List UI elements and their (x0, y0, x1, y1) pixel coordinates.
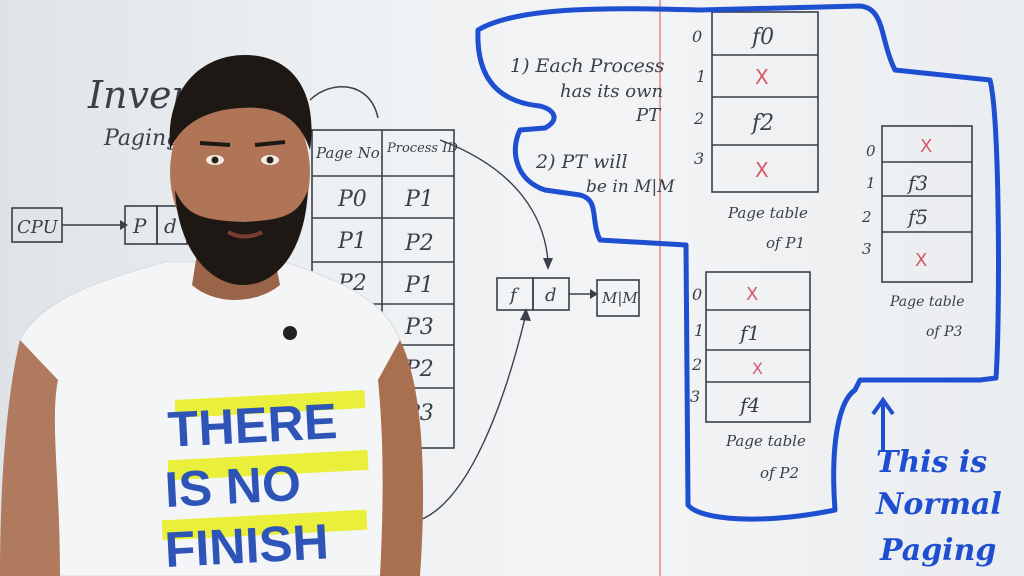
inv-cell: P1 (404, 187, 434, 212)
pt-index: 3 (862, 240, 872, 258)
shirt-stripe (161, 509, 368, 541)
blue-note-2: Normal (875, 487, 1002, 522)
pt-value: f1 (738, 321, 760, 345)
pt-value: f3 (906, 171, 928, 195)
page-table-p3: 0 1 2 3 X f3 f5 X Page table of P3 (861, 125, 973, 340)
inv-header-page: Page No. (315, 144, 384, 162)
left-eyebrow (199, 141, 231, 147)
lookup-arrow (309, 86, 379, 119)
pt-index: 1 (694, 321, 704, 340)
mouth (226, 230, 264, 239)
to-frame-arrow (439, 139, 549, 263)
left-pupil (211, 156, 219, 164)
left-arm (0, 340, 60, 576)
pt-label: of P1 (766, 234, 805, 252)
logical-p-label: P (132, 214, 147, 238)
cpu-arrowhead (120, 220, 128, 230)
pt-index: 3 (694, 149, 704, 168)
logical-d-label: d (164, 214, 177, 238)
pt-value-cross: X (755, 65, 769, 89)
to-frame-arrowhead (543, 258, 553, 270)
inv-cell: P2 (404, 231, 434, 256)
mm-label: M|M (601, 289, 638, 307)
pt-label: Page table (725, 432, 806, 450)
note2-line2: be in M|M (586, 177, 675, 197)
offset-arrowhead (520, 308, 531, 321)
right-pupil (266, 156, 274, 164)
shirt-stripe (167, 449, 369, 481)
pt-value-cross: X (920, 136, 932, 157)
pt-index: 3 (690, 387, 700, 406)
presenter (0, 55, 424, 576)
pt-index: 0 (692, 27, 702, 46)
inv-cell: P3 (404, 315, 434, 340)
pt-label: Page table (727, 204, 808, 222)
note1-line3: PT (635, 105, 662, 126)
pt-value-cross: X (915, 250, 927, 271)
cpu-label: CPU (17, 217, 59, 238)
blue-note-3: Paging (879, 533, 996, 568)
mm-box (596, 279, 640, 317)
face (170, 84, 310, 260)
pt-value: f5 (906, 205, 928, 229)
pt-value: f0 (750, 25, 774, 50)
shirt-text-3: FINISH (163, 513, 330, 576)
pt-index: 0 (692, 285, 702, 304)
note2-line1: 2) PT will (535, 151, 628, 173)
pt-value-cross: X (755, 158, 769, 182)
blue-arrowhead (871, 396, 895, 416)
pt-index: 2 (691, 355, 702, 374)
offset-arrow (419, 317, 526, 521)
pt-index: 1 (866, 174, 876, 192)
pt-value-cross: X (752, 359, 763, 378)
inv-cell: P1 (404, 273, 434, 298)
lapel-mic (283, 326, 297, 340)
hair (169, 55, 312, 150)
phys-d-label: d (545, 285, 557, 306)
pt-value-cross: X (746, 284, 758, 305)
mm-arrowhead (590, 289, 598, 299)
note1-line2: has its own (560, 81, 663, 102)
inv-cell: P0 (337, 187, 367, 212)
pt-index: 0 (866, 142, 876, 160)
page-table-p2: 0 1 2 3 X f1 X f4 Page table of P2 (690, 271, 811, 482)
pt-label: Page table (889, 294, 965, 310)
pt-index: 1 (696, 67, 706, 86)
page-table-p1: 0 1 2 3 f0 X f2 X Page table of P1 (692, 11, 819, 252)
shirt-text-1: THERE (166, 393, 338, 458)
right-arm (378, 340, 424, 576)
pt-label: of P3 (926, 324, 962, 340)
shirt-text-2: IS NO (163, 455, 302, 518)
inv-header-pid: Process ID (386, 141, 458, 156)
pt-value: f2 (750, 111, 774, 136)
subtitle-text: Paging (103, 126, 180, 151)
blue-marker-outline (475, 3, 1001, 522)
pt-index: 2 (693, 109, 704, 128)
phys-f-label: f (508, 285, 520, 306)
blue-note-1: This is (876, 445, 987, 480)
note1-line1: 1) Each Process (510, 55, 665, 77)
inv-cell: P1 (337, 229, 367, 254)
pt-index: 2 (861, 208, 872, 226)
pt-value: f4 (738, 393, 760, 417)
pt-label: of P2 (760, 464, 799, 482)
shirt-stripe (174, 390, 366, 418)
right-eyebrow (254, 140, 286, 147)
